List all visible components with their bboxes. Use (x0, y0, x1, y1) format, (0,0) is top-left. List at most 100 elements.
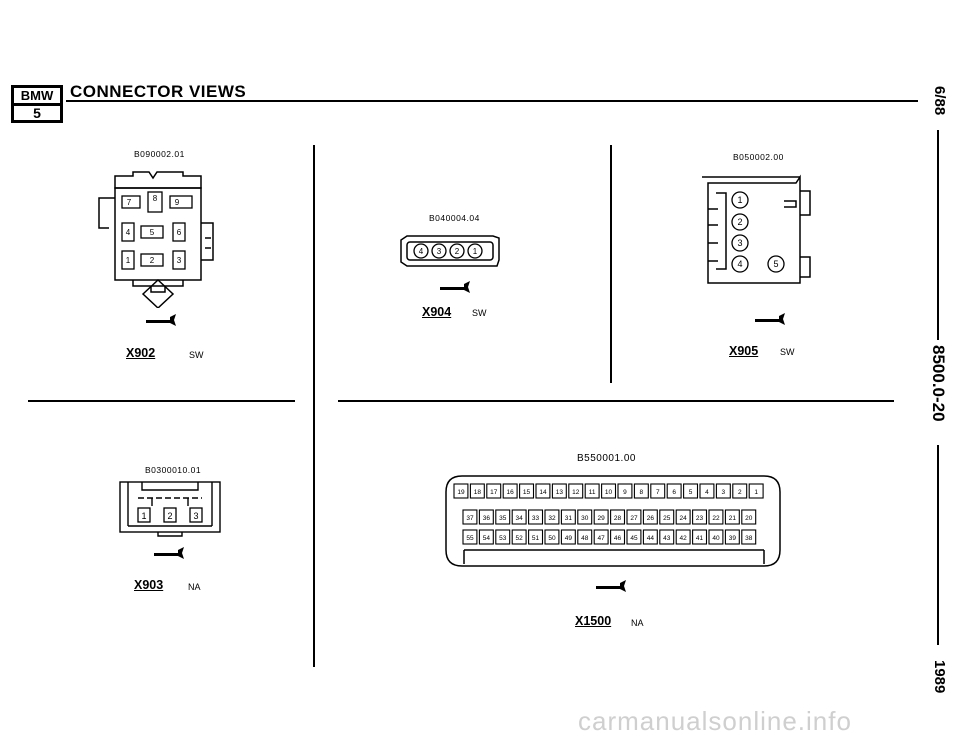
x902-pin: 7 (127, 198, 132, 207)
x1500-pin-cell (584, 483, 600, 499)
x1500-pin-label: 35 (499, 515, 507, 522)
x902-connector-diagram: 7 8 9 4 5 6 1 2 3 (98, 171, 214, 308)
x904-color: SW (472, 308, 487, 318)
x1500-pin-cell (511, 509, 527, 525)
x1500-pin-label: 4 (705, 489, 709, 496)
x903-color: NA (188, 582, 201, 592)
x1500-pin-label: 13 (556, 489, 564, 496)
x1500-pin-label: 23 (696, 515, 704, 522)
x904-pin: 4 (419, 247, 424, 256)
x903-pin: 1 (141, 511, 146, 521)
x1500-pin-label: 50 (548, 535, 556, 542)
x1500-pin-cell (535, 483, 551, 499)
x1500-pin-cell (577, 509, 593, 525)
x1500-pin-cell (610, 509, 626, 525)
x1500-ref: B550001.00 (577, 453, 636, 464)
x1500-pin-label: 54 (483, 535, 491, 542)
x1500-pin-cell (462, 529, 478, 545)
x1500-pin-label: 3 (722, 489, 726, 496)
x1500-pin-cell (502, 483, 518, 499)
x1500-pin-cell (724, 529, 740, 545)
x1500-pin-cell (560, 509, 576, 525)
x1500-pin-label: 39 (729, 535, 737, 542)
x1500-pin-cell (560, 529, 576, 545)
x902-view-arrow-icon (146, 314, 176, 326)
x1500-pin-label: 32 (548, 515, 556, 522)
x1500-pin-cell (741, 529, 757, 545)
divider-vertical-left (313, 145, 315, 667)
x1500-pin-cell (593, 529, 609, 545)
x1500-pin-cell (511, 529, 527, 545)
x1500-pin-cell (708, 529, 724, 545)
x1500-pin-label: 12 (572, 489, 580, 496)
x1500-pin-cell (544, 509, 560, 525)
x1500-pin-cell (486, 483, 502, 499)
x905-pin: 3 (737, 238, 742, 248)
x1500-pin-cell (650, 483, 666, 499)
x902-pin: 4 (126, 228, 131, 237)
x1500-pin-label: 30 (581, 515, 589, 522)
x1500-pin-label: 28 (614, 515, 622, 522)
x1500-pin-cell (659, 509, 675, 525)
x902-label: X902 (126, 346, 156, 360)
side-rule-1 (937, 130, 939, 340)
x1500-pin-cell (478, 509, 494, 525)
x1500-pin-cell (692, 509, 708, 525)
x1500-pin-label: 33 (532, 515, 540, 522)
x904-connector-diagram: 4 3 2 1 (400, 235, 500, 267)
x903-pin: 2 (167, 511, 172, 521)
side-year: 1989 (931, 660, 948, 694)
x1500-pin-cell (462, 509, 478, 525)
divider-vertical-mid (610, 145, 612, 383)
x902-pin: 2 (150, 256, 155, 265)
x905-pin: 4 (737, 259, 742, 269)
x1500-pin-cell (453, 483, 469, 499)
x1500-pin-cell (642, 509, 658, 525)
x1500-pin-label: 36 (483, 515, 491, 522)
x1500-pin-label: 10 (605, 489, 613, 496)
x1500-pin-cell (708, 509, 724, 525)
x1500-color: NA (631, 618, 644, 628)
x905-label: X905 (729, 344, 759, 358)
x1500-pin-cell (633, 483, 649, 499)
x905-ref: B050002.00 (733, 152, 784, 162)
x1500-pin-cell (568, 483, 584, 499)
x902-pin: 3 (177, 256, 182, 265)
x905-view-arrow-icon (755, 313, 785, 325)
x1500-pin-cell (699, 483, 715, 499)
x1500-pin-cell (666, 483, 682, 499)
x1500-pin-label: 27 (630, 515, 638, 522)
x1500-pin-label: 46 (614, 535, 622, 542)
x1500-pin-cell (732, 483, 748, 499)
side-rule-2 (937, 445, 939, 645)
x1500-pin-label: 44 (647, 535, 655, 542)
x1500-pin-label: 42 (680, 535, 688, 542)
x1500-pin-cell (683, 483, 699, 499)
bmw-logo: BMW 5 (11, 85, 63, 123)
x1500-pin-label: 43 (663, 535, 671, 542)
x1500-pin-label: 52 (516, 535, 524, 542)
x902-pin: 1 (126, 256, 131, 265)
x1500-pin-cell (593, 509, 609, 525)
x1500-pin-cell (642, 529, 658, 545)
x1500-pin-label: 47 (598, 535, 606, 542)
x1500-pin-cell (528, 529, 544, 545)
x1500-pin-cell (469, 483, 485, 499)
x1500-pin-cell (675, 529, 691, 545)
header-rule (66, 100, 918, 102)
x1500-pin-cell (724, 509, 740, 525)
x1500-pin-label: 24 (680, 515, 688, 522)
x1500-pin-label: 41 (696, 535, 704, 542)
x1500-pin-label: 34 (516, 515, 524, 522)
x904-pin: 2 (455, 247, 460, 256)
x903-ref: B0300010.01 (145, 465, 202, 475)
x1500-pin-label: 45 (630, 535, 638, 542)
page-title: CONNECTOR VIEWS (70, 82, 247, 101)
x905-connector-diagram: 1 2 3 4 5 (702, 174, 811, 284)
x1500-pin-cell (617, 483, 633, 499)
x1500-pin-label: 31 (565, 515, 573, 522)
logo-text: BMW (21, 88, 54, 103)
x1500-pin-cell (610, 529, 626, 545)
x1500-pin-cell (675, 509, 691, 525)
